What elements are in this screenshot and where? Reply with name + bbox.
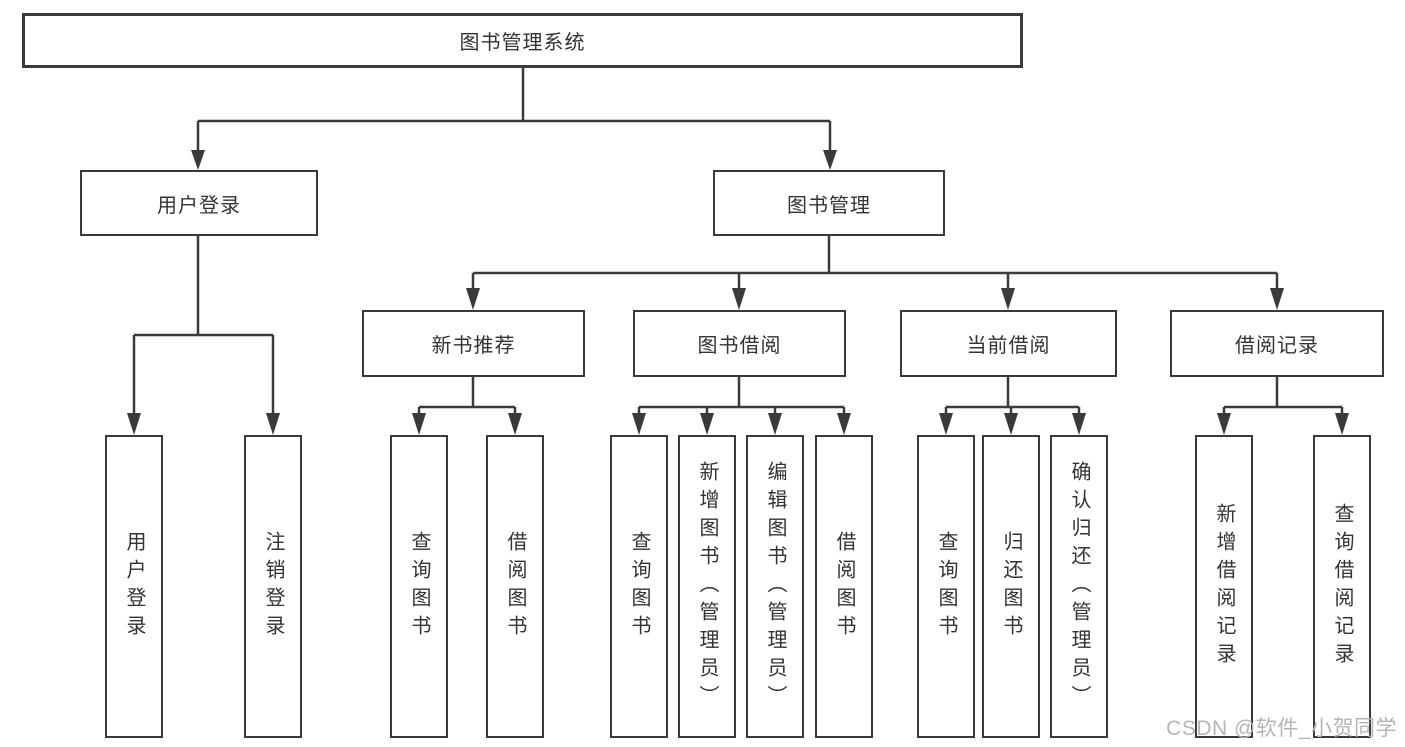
leaf-query-books-recommend: 查询图书	[390, 435, 448, 738]
arrowhead-icon	[1072, 413, 1086, 435]
arrowhead-icon	[1217, 413, 1231, 435]
arrowhead-icon	[1004, 413, 1018, 435]
leaf-return-books: 归还图书	[982, 435, 1040, 738]
node-user-login: 用户登录	[80, 170, 318, 236]
arrowhead-icon	[939, 413, 953, 435]
leaf-borrow-books: 借阅图书	[815, 435, 873, 738]
arrowhead-icon	[768, 413, 782, 435]
leaf-query-borrow-record: 查询借阅记录	[1313, 435, 1371, 738]
node-new-book-recommend: 新书推荐	[362, 310, 585, 377]
arrowhead-icon	[127, 413, 141, 435]
arrowhead-icon	[837, 413, 851, 435]
arrowhead-icon	[191, 150, 205, 170]
arrowhead-icon	[1335, 413, 1349, 435]
node-book-management: 图书管理	[713, 170, 945, 236]
leaf-user-login: 用户登录	[105, 435, 163, 738]
connector-recommend-to-leaves	[412, 377, 522, 435]
arrowhead-icon	[508, 413, 522, 435]
arrowhead-icon	[412, 413, 426, 435]
leaf-add-borrow-record: 新增借阅记录	[1195, 435, 1253, 738]
node-borrow-record: 借阅记录	[1170, 310, 1384, 377]
arrowhead-icon	[632, 413, 646, 435]
leaf-borrow-books-recommend: 借阅图书	[486, 435, 544, 738]
arrowhead-icon	[700, 413, 714, 435]
arrowhead-icon	[266, 413, 280, 435]
leaf-query-books-current: 查询图书	[917, 435, 975, 738]
node-current-borrow: 当前借阅	[900, 310, 1117, 377]
connector-root-to-level2	[191, 68, 837, 170]
arrowhead-icon	[1270, 288, 1284, 310]
arrowhead-icon	[823, 150, 837, 170]
leaf-add-books-admin: 新增图书（管理员）	[678, 435, 736, 738]
connector-user-login-to-leaves	[127, 236, 280, 435]
leaf-confirm-return-admin: 确认归还（管理员）	[1050, 435, 1108, 738]
arrowhead-icon	[466, 288, 480, 310]
node-book-borrow: 图书借阅	[633, 310, 846, 377]
leaf-edit-books-admin: 编辑图书（管理员）	[746, 435, 804, 738]
leaf-logout: 注销登录	[244, 435, 302, 738]
connector-current-borrow-to-leaves	[939, 377, 1086, 435]
node-system-root: 图书管理系统	[22, 13, 1023, 68]
csdn-watermark: CSDN @软件_小贺同学	[1166, 717, 1397, 740]
connector-book-borrow-to-leaves	[632, 377, 851, 435]
arrowhead-icon	[732, 288, 746, 310]
connector-book-mgmt-to-level3	[466, 236, 1284, 310]
leaf-query-books-borrow: 查询图书	[610, 435, 668, 738]
connector-borrow-record-to-leaves	[1217, 377, 1349, 435]
arrowhead-icon	[1001, 288, 1015, 310]
